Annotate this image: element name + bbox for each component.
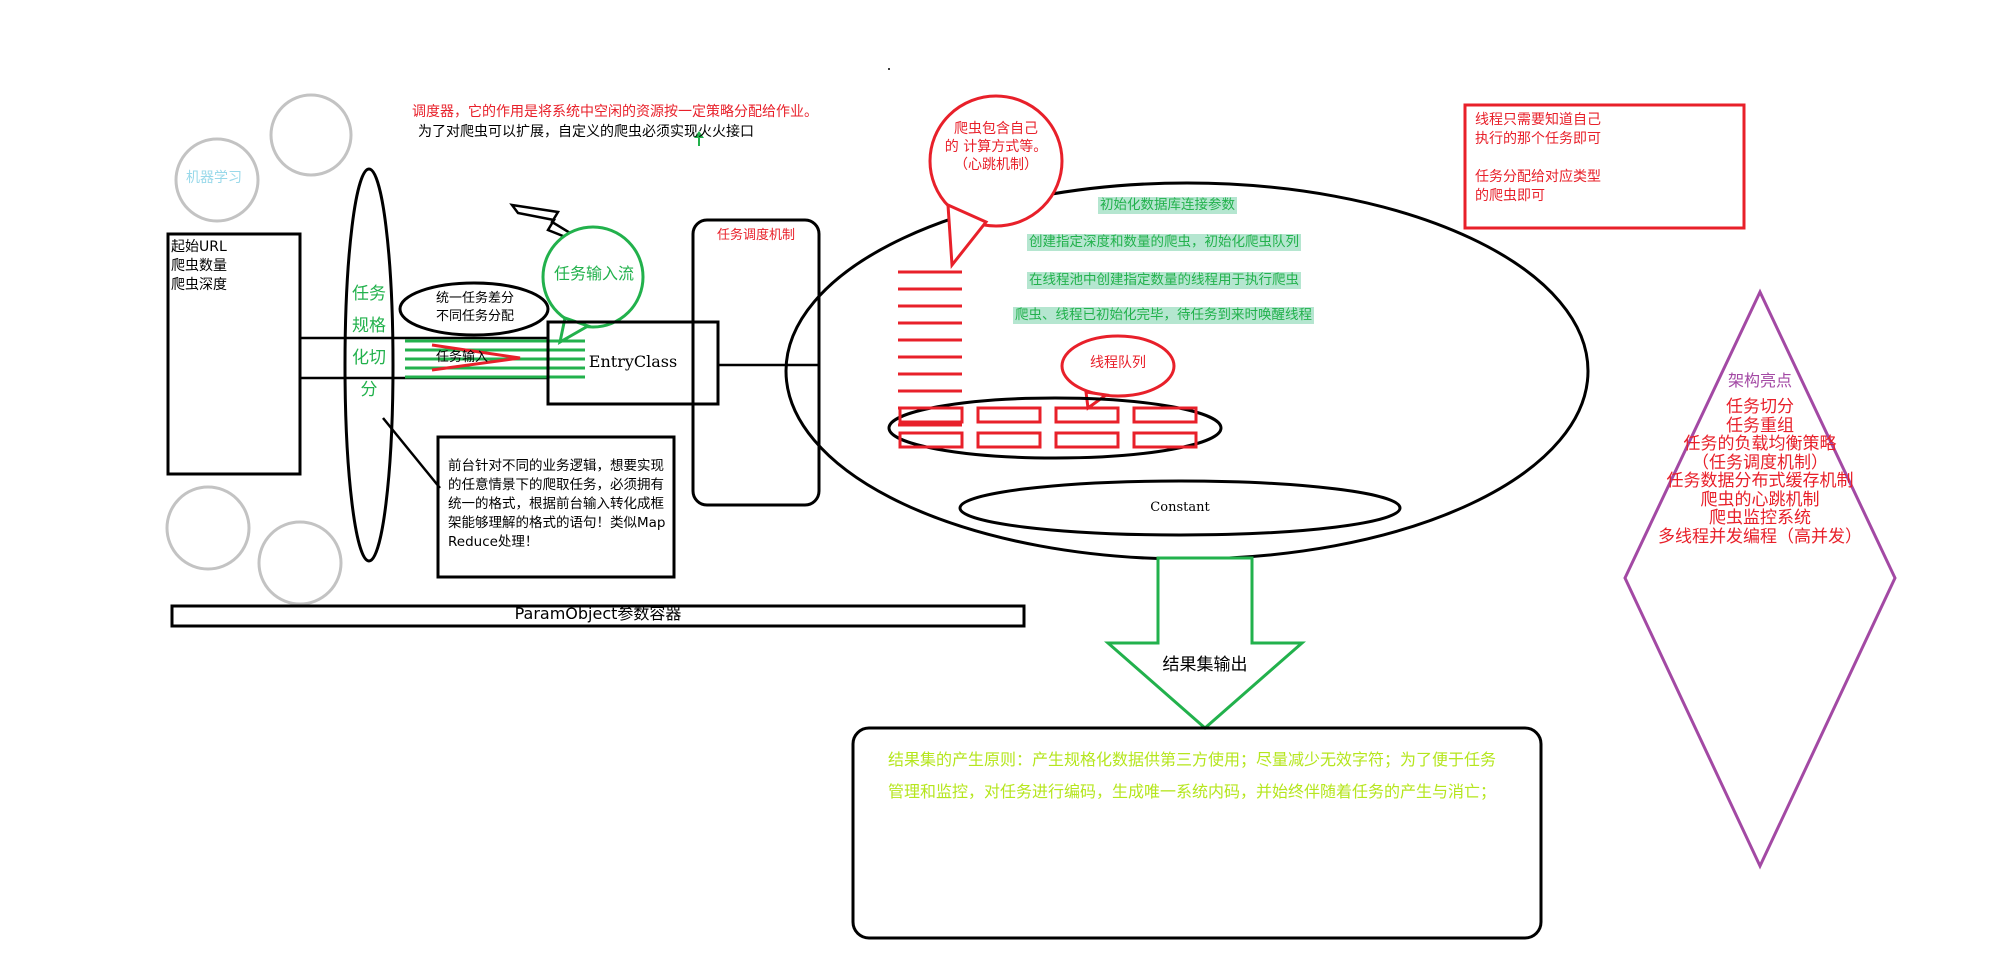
init-step-2: 创建指定深度和数量的爬虫，初始化爬虫队列 xyxy=(1027,234,1301,251)
split-ellipse xyxy=(343,167,395,563)
entry-class-label: EntryClass xyxy=(588,352,678,371)
crawler-bubble xyxy=(928,94,1064,228)
constant-ellipse xyxy=(958,479,1402,537)
highlight-item: 多线程并发编程（高并发） xyxy=(1658,526,1862,547)
red-arrow xyxy=(431,343,521,372)
highlight-item: 任务数据分布式缓存机制 xyxy=(1666,471,1854,491)
gray-circle-top-left xyxy=(269,93,353,177)
entry-class-box xyxy=(546,320,720,406)
highlight-item: 任务的负载均衡策略 xyxy=(1683,434,1837,454)
unify-bubble xyxy=(398,281,550,337)
scheduling-mechanism-label: 任务调度机制 xyxy=(716,228,795,243)
thread-queue-label: 线程队列 xyxy=(1090,355,1146,371)
crawler-queue-lines xyxy=(898,270,962,427)
gray-circle-ml xyxy=(174,137,260,223)
thread-queue-bubble xyxy=(1060,334,1176,398)
input-crawler-count: 爬虫数量 xyxy=(171,258,227,274)
frontend-note: 前台针对不同的业务逻辑，想要实现的任意情景下的爬取任务，必须拥有统一的格式，根据… xyxy=(448,458,666,550)
task-input-stream-label: 任务输入流 xyxy=(553,264,634,283)
param-container-bar xyxy=(170,604,1026,628)
highlight-item: 爬虫的心跳机制 xyxy=(1700,489,1820,510)
crawler-bubble-text: 爬虫包含自己 的 计算方式等。 （心跳机制） xyxy=(944,121,1048,173)
machine-learning-label: 机器学习 xyxy=(186,170,242,186)
input-start-url: 起始URL xyxy=(171,239,227,255)
gray-circle-bottom-left xyxy=(165,485,251,571)
scheduler-note: 调度器，它的作用是将系统中空闲的资源按一定策略分配给作业。 xyxy=(412,104,818,120)
scheduling-box xyxy=(691,218,821,507)
green-stream-lines xyxy=(405,339,585,379)
highlights-list: 任务切分 任务重组 任务的负载均衡策略 （任务调度机制） 任务数据分布式缓存机制… xyxy=(1630,398,1890,546)
init-step-1: 初始化数据库连接参数 xyxy=(1098,197,1237,214)
highlight-item: 爬虫监控系统 xyxy=(1709,508,1811,528)
highlights-diamond xyxy=(1623,288,1897,870)
split-label: 任务 规格 化切 分 xyxy=(352,284,386,400)
highlight-item: 任务重组 xyxy=(1726,415,1794,436)
output-arrow xyxy=(1104,556,1306,730)
task-input-label: 任务输入 xyxy=(436,350,489,365)
highlight-item: （任务调度机制） xyxy=(1692,452,1828,473)
frontend-note-pointer xyxy=(382,417,441,489)
result-principle-box xyxy=(851,726,1543,940)
highlight-item: 任务切分 xyxy=(1726,397,1794,417)
param-container-label: ParamObject参数容器 xyxy=(514,604,682,623)
result-principle-text: 结果集的产生原则：产生规格化数据供第三方使用；尽量减少无效字符；为了便于任务管理… xyxy=(888,750,1497,801)
constant-label: Constant xyxy=(1150,500,1210,515)
unify-bubble-text: 统一任务差分 不同任务分配 xyxy=(435,291,514,324)
highlights-title: 架构亮点 xyxy=(1727,371,1792,390)
gray-circle-bottom-right xyxy=(257,520,343,606)
thread-pool-ellipse xyxy=(887,396,1223,460)
thread-note-text: 线程只需要知道自己 执行的那个任务即可 任务分配给对应类型 的爬虫即可 xyxy=(1475,112,1601,204)
input-params: 起始URL 爬虫数量 爬虫深度 xyxy=(171,238,227,295)
init-step-4: 爬虫、线程已初始化完毕，待任务到来时唤醒线程 xyxy=(1013,307,1314,324)
input-crawler-depth: 爬虫深度 xyxy=(171,277,227,293)
result-output-label: 结果集输出 xyxy=(1162,655,1248,675)
frontend-note-box xyxy=(436,435,676,579)
input-box xyxy=(166,232,302,476)
extend-note: 为了对爬虫可以扩展，自定义的爬虫必须实现火火接口 xyxy=(418,124,754,140)
init-step-3: 在线程池中创建指定数量的线程用于执行爬虫 xyxy=(1027,272,1301,289)
thread-note-box xyxy=(1463,103,1746,230)
task-input-stream-bubble xyxy=(541,225,645,329)
crawler-bubble-tail xyxy=(946,202,989,269)
thread-blocks xyxy=(898,406,1198,449)
